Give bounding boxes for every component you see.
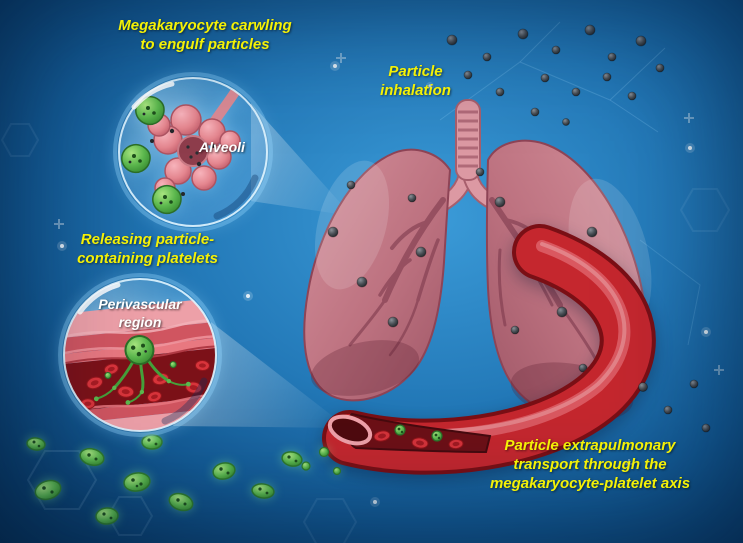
perivascular-inset-circle: [58, 273, 222, 437]
particle: [551, 45, 561, 55]
platelet-cell: [301, 461, 311, 471]
particle: [510, 325, 520, 335]
particle: [607, 52, 617, 62]
label-line: inhalation: [380, 82, 451, 100]
particles-in-alveoli: [150, 128, 216, 196]
particle: [463, 70, 473, 80]
particle: [663, 405, 673, 415]
particle: [578, 363, 588, 373]
label-perivascular-region: Perivascular region: [72, 296, 208, 332]
platelet-cell: [281, 451, 303, 467]
particle: [415, 246, 427, 258]
particle: [475, 167, 485, 177]
particle: [556, 306, 568, 318]
inhaled-particles-sky: [446, 24, 665, 126]
platelet-cell: [141, 434, 163, 450]
megakaryocyte-releasing: [93, 335, 191, 405]
particle: [635, 35, 647, 47]
label-line: megakaryocyte-platelet axis: [489, 475, 691, 493]
label-line: Particle: [388, 63, 443, 80]
glow-dots: [57, 61, 711, 507]
particle: [346, 180, 356, 190]
particle: [482, 52, 492, 62]
particle: [530, 107, 540, 117]
red-blood-cells: [373, 430, 464, 450]
constellation-line: [439, 47, 666, 121]
particle: [540, 73, 550, 83]
platelets-in-vessel: [394, 424, 443, 442]
particle: [562, 118, 570, 126]
particle: [446, 34, 458, 46]
constellation-line: [639, 239, 701, 346]
released-platelets: [26, 434, 342, 525]
alveoli-inset-circle: [113, 72, 273, 232]
label-line: Megakaryocyte carwling: [118, 17, 292, 34]
label-line: Releasing particle-: [80, 231, 215, 248]
label-line: transport through the: [513, 456, 667, 474]
label-line: to engulf particles: [140, 36, 270, 54]
constellation-line: [609, 99, 659, 133]
hexagon-decor: [0, 123, 40, 157]
particle: [602, 72, 612, 82]
platelet-cell: [95, 507, 119, 525]
particle: [638, 382, 648, 392]
left-lung: [303, 148, 452, 402]
particle: [387, 316, 399, 328]
particle: [356, 276, 368, 288]
label-releasing-platelets: Releasing particle- containing platelets: [35, 230, 260, 268]
platelet-cell: [34, 479, 62, 501]
label-line: containing platelets: [77, 250, 218, 268]
platelet-cell: [26, 437, 46, 451]
platelet-cell: [332, 466, 342, 476]
hexagon-decor: [679, 188, 731, 232]
label-alveoli: Alveoli: [180, 139, 264, 157]
plus-decor: [54, 53, 724, 469]
platelet-cell: [212, 462, 236, 480]
particle: [327, 226, 339, 238]
platelet-cell: [168, 492, 194, 512]
particle: [407, 193, 417, 203]
label-extrapulmonary-transport: Particle extrapulmonary transport throug…: [450, 436, 730, 494]
vessel-open-end: [327, 414, 373, 446]
light-cone-bottom: [173, 322, 348, 428]
label-line: region: [118, 313, 162, 330]
particle: [517, 28, 529, 40]
particle: [689, 379, 699, 389]
platelet-cell: [318, 446, 330, 458]
particle: [494, 196, 506, 208]
megakaryocytes-engulfing: [121, 96, 182, 215]
light-cone-top: [251, 103, 352, 216]
platelet-cell: [79, 447, 105, 467]
particle: [627, 91, 637, 101]
label-particle-inhalation: Particle inhalation: [353, 62, 478, 100]
hexagon-decor: [302, 498, 358, 543]
constellation-line: [519, 21, 561, 63]
hexagon-decor: [26, 450, 98, 510]
particle: [495, 87, 505, 97]
particle: [701, 423, 711, 433]
label-line: Particle extrapulmonary: [504, 437, 676, 454]
platelet-cell: [251, 483, 275, 499]
particle: [586, 226, 598, 238]
label-line: Perivascular: [98, 296, 182, 312]
particles-trail: [638, 379, 711, 433]
particle: [584, 24, 596, 36]
particle: [655, 63, 665, 73]
particle: [571, 87, 581, 97]
label-line: Alveoli: [199, 139, 245, 155]
blood-vessel: [322, 224, 656, 475]
background-decor: [0, 21, 731, 543]
platelet-cell: [123, 472, 151, 492]
label-megakaryocyte-crawling: Megakaryocyte carwling to engulf particl…: [80, 16, 330, 54]
